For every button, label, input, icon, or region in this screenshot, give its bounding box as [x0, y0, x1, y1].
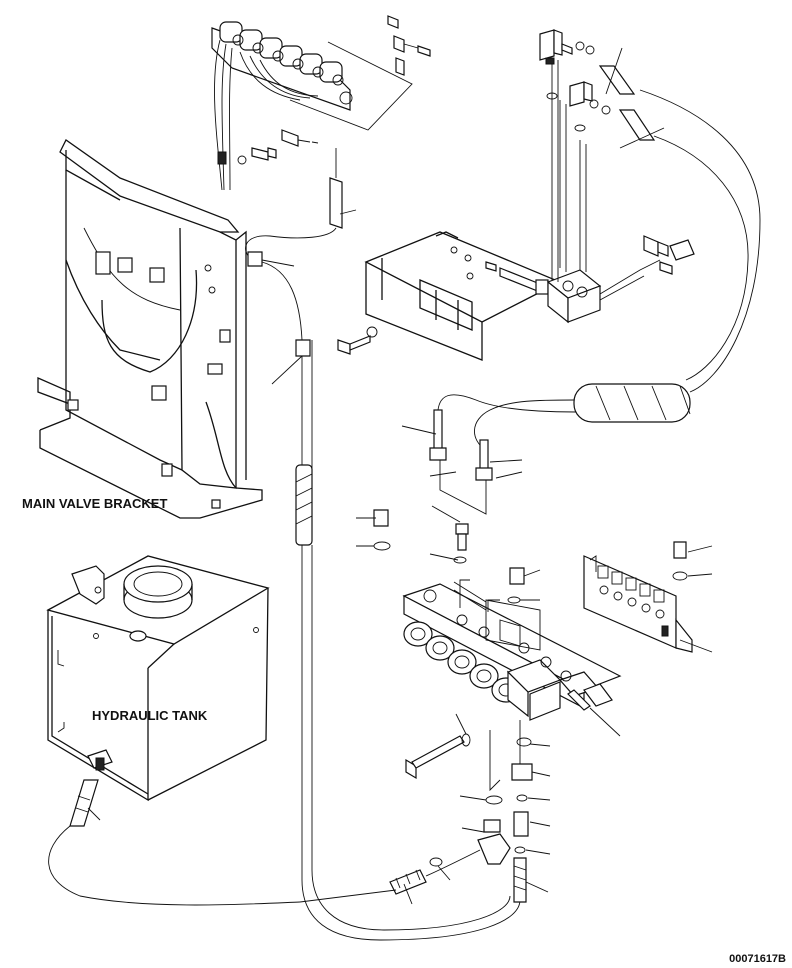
top-solenoid-valve-stack	[211, 21, 353, 191]
bottom-fittings	[389, 720, 533, 903]
main-valve-bracket-label: MAIN VALVE BRACKET	[22, 496, 167, 511]
hydraulic-tank	[46, 555, 397, 906]
pressure-switches	[539, 29, 695, 275]
sensor-block	[546, 60, 661, 324]
terminal-bracket	[583, 555, 693, 653]
mounting-plate	[364, 231, 562, 361]
right-hose-line	[437, 65, 761, 451]
main-valve-bracket	[37, 139, 263, 519]
lower-solenoid-valve	[402, 579, 622, 721]
left-hose-line	[245, 148, 521, 941]
leader-lines	[87, 47, 713, 905]
top-fitting-set	[237, 15, 431, 165]
drawing-number: 00071617B	[729, 953, 786, 965]
center-fittings	[373, 409, 688, 604]
hydraulic-tank-label: HYDRAULIC TANK	[92, 708, 208, 723]
bolts-plate	[337, 261, 549, 355]
